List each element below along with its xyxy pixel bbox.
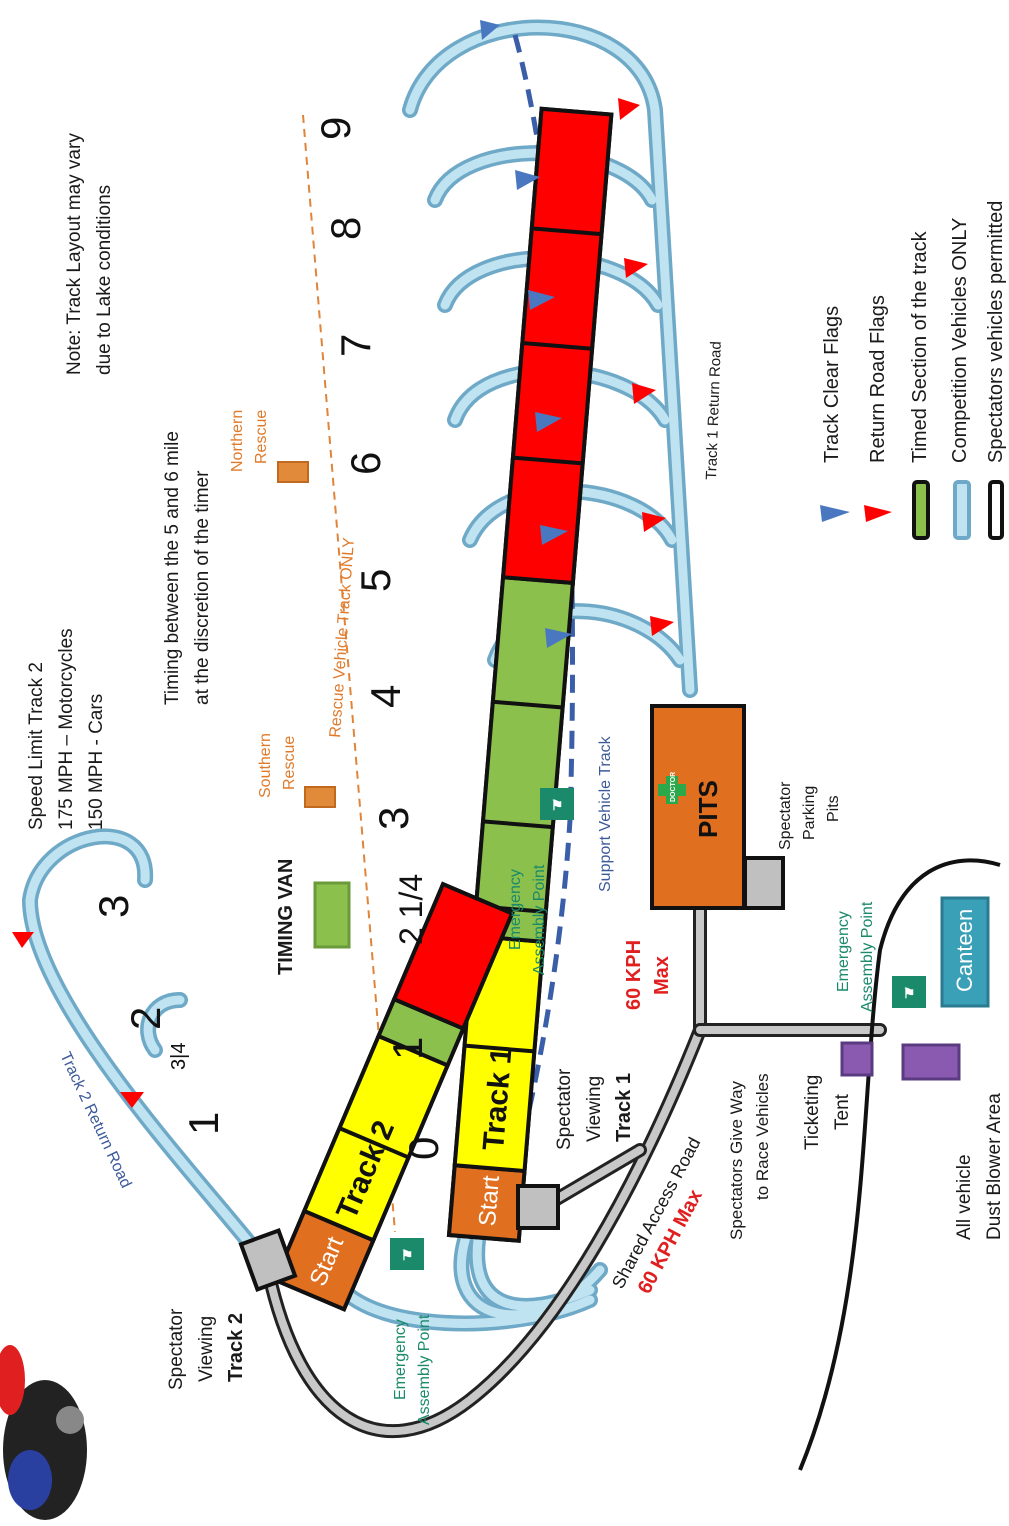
speed-limit-line-1: Speed Limit Track 2 bbox=[26, 662, 47, 830]
spectator-parking-box bbox=[743, 856, 785, 910]
southern-rescue-line-2: Rescue bbox=[281, 736, 298, 790]
svg-text:⚑: ⚑ bbox=[551, 797, 564, 813]
track1-start-label: Start bbox=[474, 1174, 505, 1227]
legend-spectators: Spectators vehicles permitted bbox=[985, 201, 1007, 463]
track1-mile-2-1-4: 2 1/4 bbox=[393, 874, 429, 945]
northern-rescue-line-1: Northern bbox=[229, 410, 246, 472]
legend-blue-flag-icon bbox=[820, 505, 850, 522]
dust-blower-line-1: All vehicle bbox=[954, 1154, 975, 1240]
southern-rescue-vehicle bbox=[304, 786, 336, 808]
legend-timed-swatch bbox=[912, 480, 930, 540]
emergency-icon-2: ⚑ bbox=[390, 1238, 424, 1270]
spectator-track1-line-3: Track 1 bbox=[613, 1073, 635, 1142]
timing-note-line-1: Timing between the 5 and 6 mile bbox=[162, 431, 183, 705]
track1-mile-3: 3 bbox=[370, 807, 417, 830]
support-vehicle-track bbox=[512, 34, 576, 1171]
emergency-point-3-line-2: Assembly Point bbox=[859, 901, 876, 1012]
ticketing-line-1: Ticketing bbox=[802, 1075, 823, 1150]
legend-spectator-swatch bbox=[988, 480, 1004, 540]
car-logo-icon bbox=[0, 1345, 87, 1520]
track1-mile-5: 5 bbox=[352, 569, 399, 592]
spectator-track2-line-2: Viewing bbox=[196, 1316, 217, 1382]
track2-mile-3-4: 3|4 bbox=[168, 1043, 190, 1070]
spectator-parking-line-2: Parking bbox=[801, 786, 818, 840]
emergency-point-3-line-1: Emergency bbox=[835, 911, 852, 992]
rescue-vehicle-track-label: Rescue Vehicle Track ONLY bbox=[327, 537, 358, 739]
emergency-point-2-line-1: Emergency bbox=[392, 1319, 409, 1400]
speed-limit-line-3: 150 MPH - Cars bbox=[86, 694, 107, 830]
dust-blower-box bbox=[901, 1043, 961, 1081]
track2-strip: Start Track 2 bbox=[272, 881, 515, 1312]
return-road-flags bbox=[12, 98, 674, 1108]
legend-clear-flags: Track Clear Flags bbox=[821, 306, 843, 463]
pits-speed-line-1: 60 KPH bbox=[623, 940, 645, 1010]
emergency-point-2-line-2: Assembly Point bbox=[416, 1314, 433, 1425]
spectator-track1-line-2: Viewing bbox=[584, 1076, 605, 1142]
pits-label: PITS bbox=[693, 780, 723, 838]
track1-mile-6: 6 bbox=[342, 452, 389, 475]
track1-mile-1: 1 bbox=[384, 1037, 431, 1060]
spectator-box-track1 bbox=[516, 1184, 560, 1230]
pits-speed-line-2: Max bbox=[651, 956, 673, 995]
canteen-label: Canteen bbox=[952, 909, 977, 992]
doctor-icon: DOCTOR bbox=[658, 772, 686, 804]
track2-mile-3: 3 bbox=[90, 895, 137, 918]
track1-mile-8: 8 bbox=[322, 217, 369, 240]
track2-red-section bbox=[391, 881, 515, 1032]
track2-mile-2: 2 bbox=[122, 1007, 169, 1030]
timing-van-label: TIMING VAN bbox=[275, 859, 297, 975]
spectator-parking-line-1: Spectator bbox=[777, 781, 794, 850]
legend-competition: Competition Vehicles ONLY bbox=[949, 218, 971, 463]
timing-van bbox=[313, 881, 351, 949]
note-line-1: Note: Track Layout may vary bbox=[64, 133, 85, 375]
dust-blower-line-2: Dust Blower Area bbox=[984, 1093, 1005, 1240]
track1-mile-9: 9 bbox=[312, 117, 359, 140]
emergency-point-1-line-1: Emergency bbox=[507, 869, 524, 950]
emergency-point-1-line-2: Assembly Point bbox=[531, 864, 548, 975]
spectator-track2-line-1: Spectator bbox=[166, 1308, 187, 1390]
track1-mile-0: 0 bbox=[400, 1137, 447, 1160]
note-line-2: due to Lake conditions bbox=[94, 185, 115, 375]
spectator-roads bbox=[261, 898, 887, 1439]
speed-limit-line-2: 175 MPH – Motorcycles bbox=[56, 628, 77, 830]
emergency-icon-1: ⚑ bbox=[540, 788, 574, 820]
legend-red-flag-icon bbox=[864, 505, 892, 522]
svg-text:⚑: ⚑ bbox=[401, 1247, 414, 1263]
legend-competition-swatch bbox=[953, 480, 971, 540]
legend-timed-section: Timed Section of the track bbox=[909, 230, 931, 463]
southern-rescue-line-1: Southern bbox=[257, 733, 274, 798]
spectator-track2-line-3: Track 2 bbox=[225, 1313, 247, 1382]
spectator-box-track2 bbox=[238, 1228, 298, 1292]
doctor-label: DOCTOR bbox=[670, 772, 677, 802]
track1-mile-7: 7 bbox=[332, 334, 379, 357]
track1-return-road-label: Track 1 Return Road bbox=[703, 341, 725, 480]
northern-rescue-line-2: Rescue bbox=[253, 410, 270, 464]
spectator-parking-line-3: Pits bbox=[825, 795, 842, 822]
track2-return-road-label: Track 2 Return Road bbox=[56, 1050, 134, 1191]
emergency-icon-3: ⚑ bbox=[892, 976, 926, 1008]
timing-note-line-2: at the discretion of the timer bbox=[192, 470, 213, 705]
legend: Track Clear Flags Return Road Flags Time… bbox=[820, 201, 1007, 540]
give-way-line-2: to Race Vehicles bbox=[753, 1073, 772, 1200]
svg-text:⚑: ⚑ bbox=[903, 985, 916, 1001]
track-clear-flags bbox=[480, 20, 572, 648]
rescue-vehicle-track bbox=[302, 114, 396, 1233]
canteen-building bbox=[940, 896, 990, 1008]
give-way-line-1: Spectators Give Way bbox=[727, 1080, 746, 1240]
spectator-track1-line-1: Spectator bbox=[554, 1068, 575, 1150]
ticketing-line-2: Tent bbox=[832, 1093, 853, 1130]
pits-building[interactable] bbox=[650, 704, 746, 910]
northern-rescue-vehicle bbox=[277, 461, 309, 483]
ticketing-tent-box bbox=[840, 1041, 874, 1077]
track1-mile-4: 4 bbox=[362, 685, 409, 708]
legend-return-flags: Return Road Flags bbox=[867, 295, 889, 463]
lake-boundary bbox=[798, 858, 1001, 1471]
track2-mile-1: 1 bbox=[180, 1112, 227, 1135]
support-vehicle-track-label: Support Vehicle Track bbox=[597, 735, 614, 892]
